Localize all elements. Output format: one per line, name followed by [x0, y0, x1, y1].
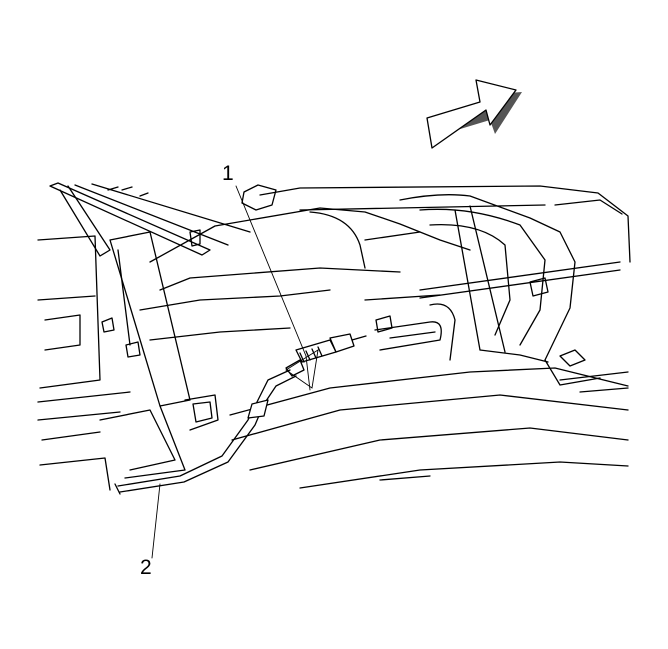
vehicle-underbody: [37, 182, 631, 491]
callout-2-label: 2: [140, 556, 152, 579]
direction-arrow-icon: [426, 79, 522, 149]
callout-leaders: [151, 185, 319, 559]
callout-1-label: 1: [222, 162, 234, 185]
sensor-connector: [285, 333, 367, 377]
sensor-harness: [114, 369, 297, 495]
